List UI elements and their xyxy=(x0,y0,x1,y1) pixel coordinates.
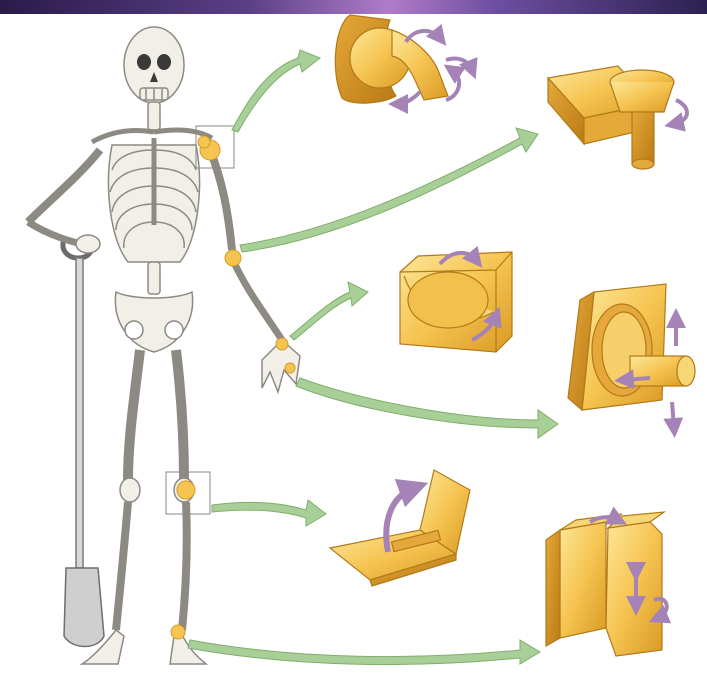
arrow-elbow-to-pivot xyxy=(240,128,538,252)
skeleton xyxy=(28,27,300,664)
plane-model xyxy=(546,512,667,656)
arrow-knee-to-hinge xyxy=(212,500,326,526)
saddle-model xyxy=(400,252,512,352)
arrow-ankle-to-plane xyxy=(188,640,540,665)
arrow-shoulder-to-ball-socket xyxy=(232,50,320,132)
ankle-joint-highlight xyxy=(171,625,185,639)
condyloid-model xyxy=(568,284,695,428)
arrow-wrist-to-saddle xyxy=(290,282,368,340)
shovel xyxy=(63,238,104,647)
hinge-model xyxy=(330,470,470,586)
pelvis xyxy=(115,292,192,352)
ball-and-socket-model xyxy=(335,15,472,104)
arrow-hand-to-condyloid xyxy=(296,378,558,438)
wrist-joint-highlight xyxy=(276,338,288,350)
knee-joint-highlight xyxy=(177,481,195,499)
pivot-model xyxy=(548,66,687,169)
elbow-joint-highlight xyxy=(225,250,241,266)
